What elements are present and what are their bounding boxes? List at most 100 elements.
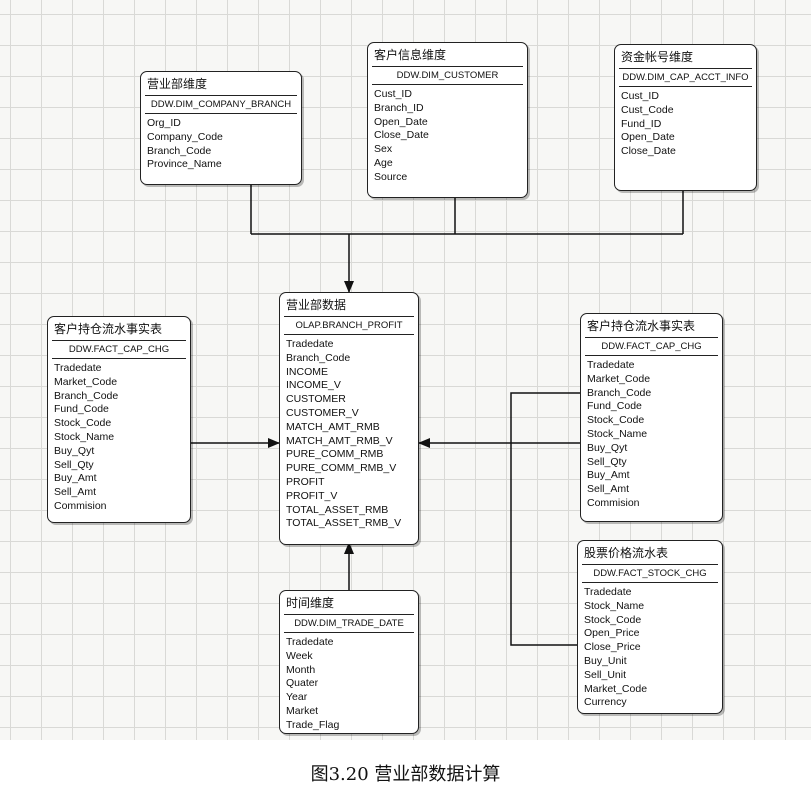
field-item: Commision	[587, 496, 640, 509]
table-customer[interactable]: 客户信息维度 DDW.DIM_CUSTOMER Cust_ID Branch_I…	[367, 42, 528, 198]
field-item: MATCH_AMT_RMB_V	[286, 434, 393, 447]
figure-caption: 图3.20 营业部数据计算	[310, 764, 501, 785]
table-title: 客户信息维度	[374, 48, 447, 62]
field-item: Close_Date	[621, 145, 676, 158]
table-title: 股票价格流水表	[584, 546, 669, 560]
field-item: Open_Date	[621, 131, 675, 144]
table-title: 营业部维度	[147, 77, 208, 91]
field-item: Buy_Qyt	[587, 441, 628, 454]
field-item: Buy_Amt	[54, 472, 97, 485]
field-item: Open_Price	[584, 627, 640, 640]
table-trade-date[interactable]: 时间维度 DDW.DIM_TRADE_DATE Tradedate Week M…	[279, 590, 419, 734]
field-item: Fund_Code	[54, 403, 109, 416]
table-fact-cap-right[interactable]: 客户持仓流水事实表 DDW.FACT_CAP_CHG Tradedate Mar…	[580, 313, 723, 522]
field-item: Cust_ID	[621, 90, 659, 102]
table-name: DDW.FACT_CAP_CHG	[52, 340, 186, 359]
field-item: Market_Code	[587, 372, 651, 385]
field-item: Age	[374, 156, 393, 169]
field-item: Buy_Qyt	[54, 444, 95, 457]
field-item: Branch_ID	[374, 101, 424, 114]
field-item: MATCH_AMT_RMB	[286, 420, 380, 433]
field-item: Sell_Unit	[584, 668, 627, 681]
table-title: 客户持仓流水事实表	[54, 322, 163, 336]
table-name: DDW.DIM_CUSTOMER	[372, 66, 523, 85]
table-name: DDW.DIM_TRADE_DATE	[284, 614, 414, 633]
field-list: Cust_ID Cust_Code Fund_ID Open_Date Clos…	[615, 87, 756, 161]
table-name: DDW.DIM_COMPANY_BRANCH	[145, 95, 297, 114]
field-item: PROFIT	[286, 475, 325, 488]
field-item: Stock_Name	[584, 599, 645, 612]
field-item: Fund_Code	[587, 400, 642, 413]
connector-right-bracket	[510, 392, 580, 646]
field-list: Tradedate Branch_Code INCOME INCOME_V CU…	[280, 335, 418, 533]
field-item: Quater	[286, 677, 319, 690]
field-item: Market_Code	[584, 682, 648, 695]
field-item: TOTAL_ASSET_RMB_V	[286, 517, 402, 530]
field-item: Sell_Qty	[54, 458, 94, 471]
field-item: Cust_Code	[621, 103, 674, 116]
field-list: Tradedate Market_Code Branch_Code Fund_C…	[48, 359, 190, 516]
field-list: Cust_ID Branch_ID Open_Date Close_Date S…	[368, 85, 527, 187]
field-item: PROFIT_V	[286, 489, 338, 502]
field-item: Sell_Amt	[587, 483, 630, 496]
field-item: Commision	[54, 499, 107, 512]
field-item: Fund_ID	[621, 117, 662, 130]
field-item: Trade_Flag	[286, 718, 340, 731]
field-item: Tradedate	[587, 359, 635, 371]
field-item: Branch_Code	[286, 351, 351, 364]
table-company-branch[interactable]: 营业部维度 DDW.DIM_COMPANY_BRANCH Org_ID Comp…	[140, 71, 302, 185]
field-item: Cust_ID	[374, 88, 412, 100]
table-name: DDW.FACT_STOCK_CHG	[582, 564, 718, 583]
field-item: CUSTOMER_V	[286, 406, 359, 419]
table-name: OLAP.BRANCH_PROFIT	[284, 316, 414, 335]
field-item: Market_Code	[54, 375, 118, 388]
table-cap-acct[interactable]: 资金帐号维度 DDW.DIM_CAP_ACCT_INFO Cust_ID Cus…	[614, 44, 757, 191]
field-item: Branch_Code	[147, 144, 212, 157]
field-item: TOTAL_ASSET_RMB	[286, 503, 389, 516]
field-item: Org_ID	[147, 117, 181, 129]
field-item: Open_Date	[374, 115, 428, 128]
field-item: Close_Price	[584, 641, 641, 654]
field-item: Stock_Name	[54, 430, 115, 443]
field-item: Source	[374, 170, 408, 183]
field-item: Currency	[584, 696, 627, 709]
field-item: Stock_Name	[587, 427, 648, 440]
table-title: 时间维度	[286, 596, 335, 610]
field-item: Tradedate	[286, 338, 334, 350]
field-list: Tradedate Week Month Quater Year Market …	[280, 633, 418, 733]
field-item: Buy_Unit	[584, 654, 627, 667]
field-item: Market	[286, 704, 319, 717]
field-item: Tradedate	[54, 362, 102, 374]
field-item: Sell_Qty	[587, 455, 627, 468]
field-item: Province_Name	[147, 158, 222, 171]
field-item: Sell_Amt	[54, 486, 97, 499]
table-fact-cap-left[interactable]: 客户持仓流水事实表 DDW.FACT_CAP_CHG Tradedate Mar…	[47, 316, 191, 523]
field-list: Org_ID Company_Code Branch_Code Province…	[141, 114, 301, 174]
table-name: DDW.DIM_CAP_ACCT_INFO	[619, 68, 752, 87]
field-item: Month	[286, 663, 316, 676]
field-item: Tradedate	[286, 636, 334, 648]
field-list: Tradedate Market_Code Branch_Code Fund_C…	[581, 356, 722, 513]
table-title: 客户持仓流水事实表	[587, 319, 696, 333]
field-item: Stock_Code	[54, 417, 112, 430]
field-item: Stock_Code	[587, 414, 645, 427]
field-item: PURE_COMM_RMB	[286, 448, 384, 461]
table-title: 资金帐号维度	[621, 50, 694, 64]
field-item: Company_Code	[147, 130, 223, 143]
table-title: 营业部数据	[286, 298, 347, 312]
table-branch-profit[interactable]: 营业部数据 OLAP.BRANCH_PROFIT Tradedate Branc…	[279, 292, 419, 545]
table-name: DDW.FACT_CAP_CHG	[585, 337, 718, 356]
field-item: Week	[286, 649, 313, 662]
field-item: Branch_Code	[54, 389, 119, 402]
field-item: Tradedate	[584, 586, 632, 598]
field-item: Year	[286, 691, 308, 704]
field-item: CUSTOMER	[286, 393, 346, 406]
field-list: Tradedate Stock_Name Stock_Code Open_Pri…	[578, 583, 722, 712]
field-item: Buy_Amt	[587, 469, 630, 482]
field-item: Stock_Code	[584, 613, 642, 626]
field-item: INCOME	[286, 365, 328, 378]
table-stock-chg[interactable]: 股票价格流水表 DDW.FACT_STOCK_CHG Tradedate Sto…	[577, 540, 723, 714]
field-item: Close_Date	[374, 129, 429, 142]
field-item: Sex	[374, 143, 393, 156]
field-item: PURE_COMM_RMB_V	[286, 462, 397, 475]
